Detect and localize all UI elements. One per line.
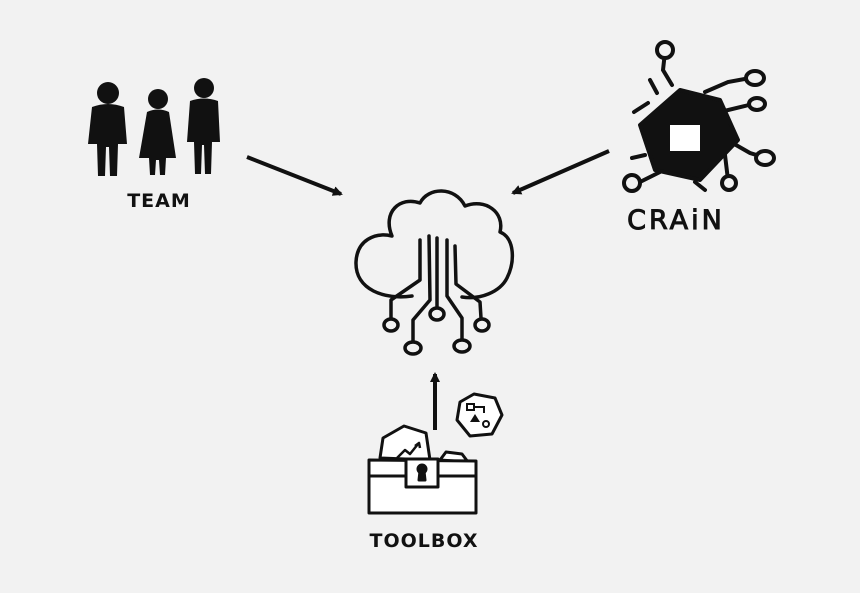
toolbox-label: TOOLBOX: [369, 530, 479, 552]
crain-label: CRAiN: [627, 205, 725, 237]
cloud-circuit-icon: [354, 189, 515, 344]
people-icon: [88, 78, 220, 176]
toolbox-icon: [367, 424, 478, 515]
cloud-circuit-nodes: [382, 306, 491, 356]
team-label: TEAM: [127, 190, 191, 212]
tool-hexagon-icon: [455, 392, 504, 438]
chip-icon: [622, 40, 776, 193]
arrow-crain-to-cloud: [511, 149, 610, 195]
arrow-team-to-cloud: [246, 155, 343, 196]
